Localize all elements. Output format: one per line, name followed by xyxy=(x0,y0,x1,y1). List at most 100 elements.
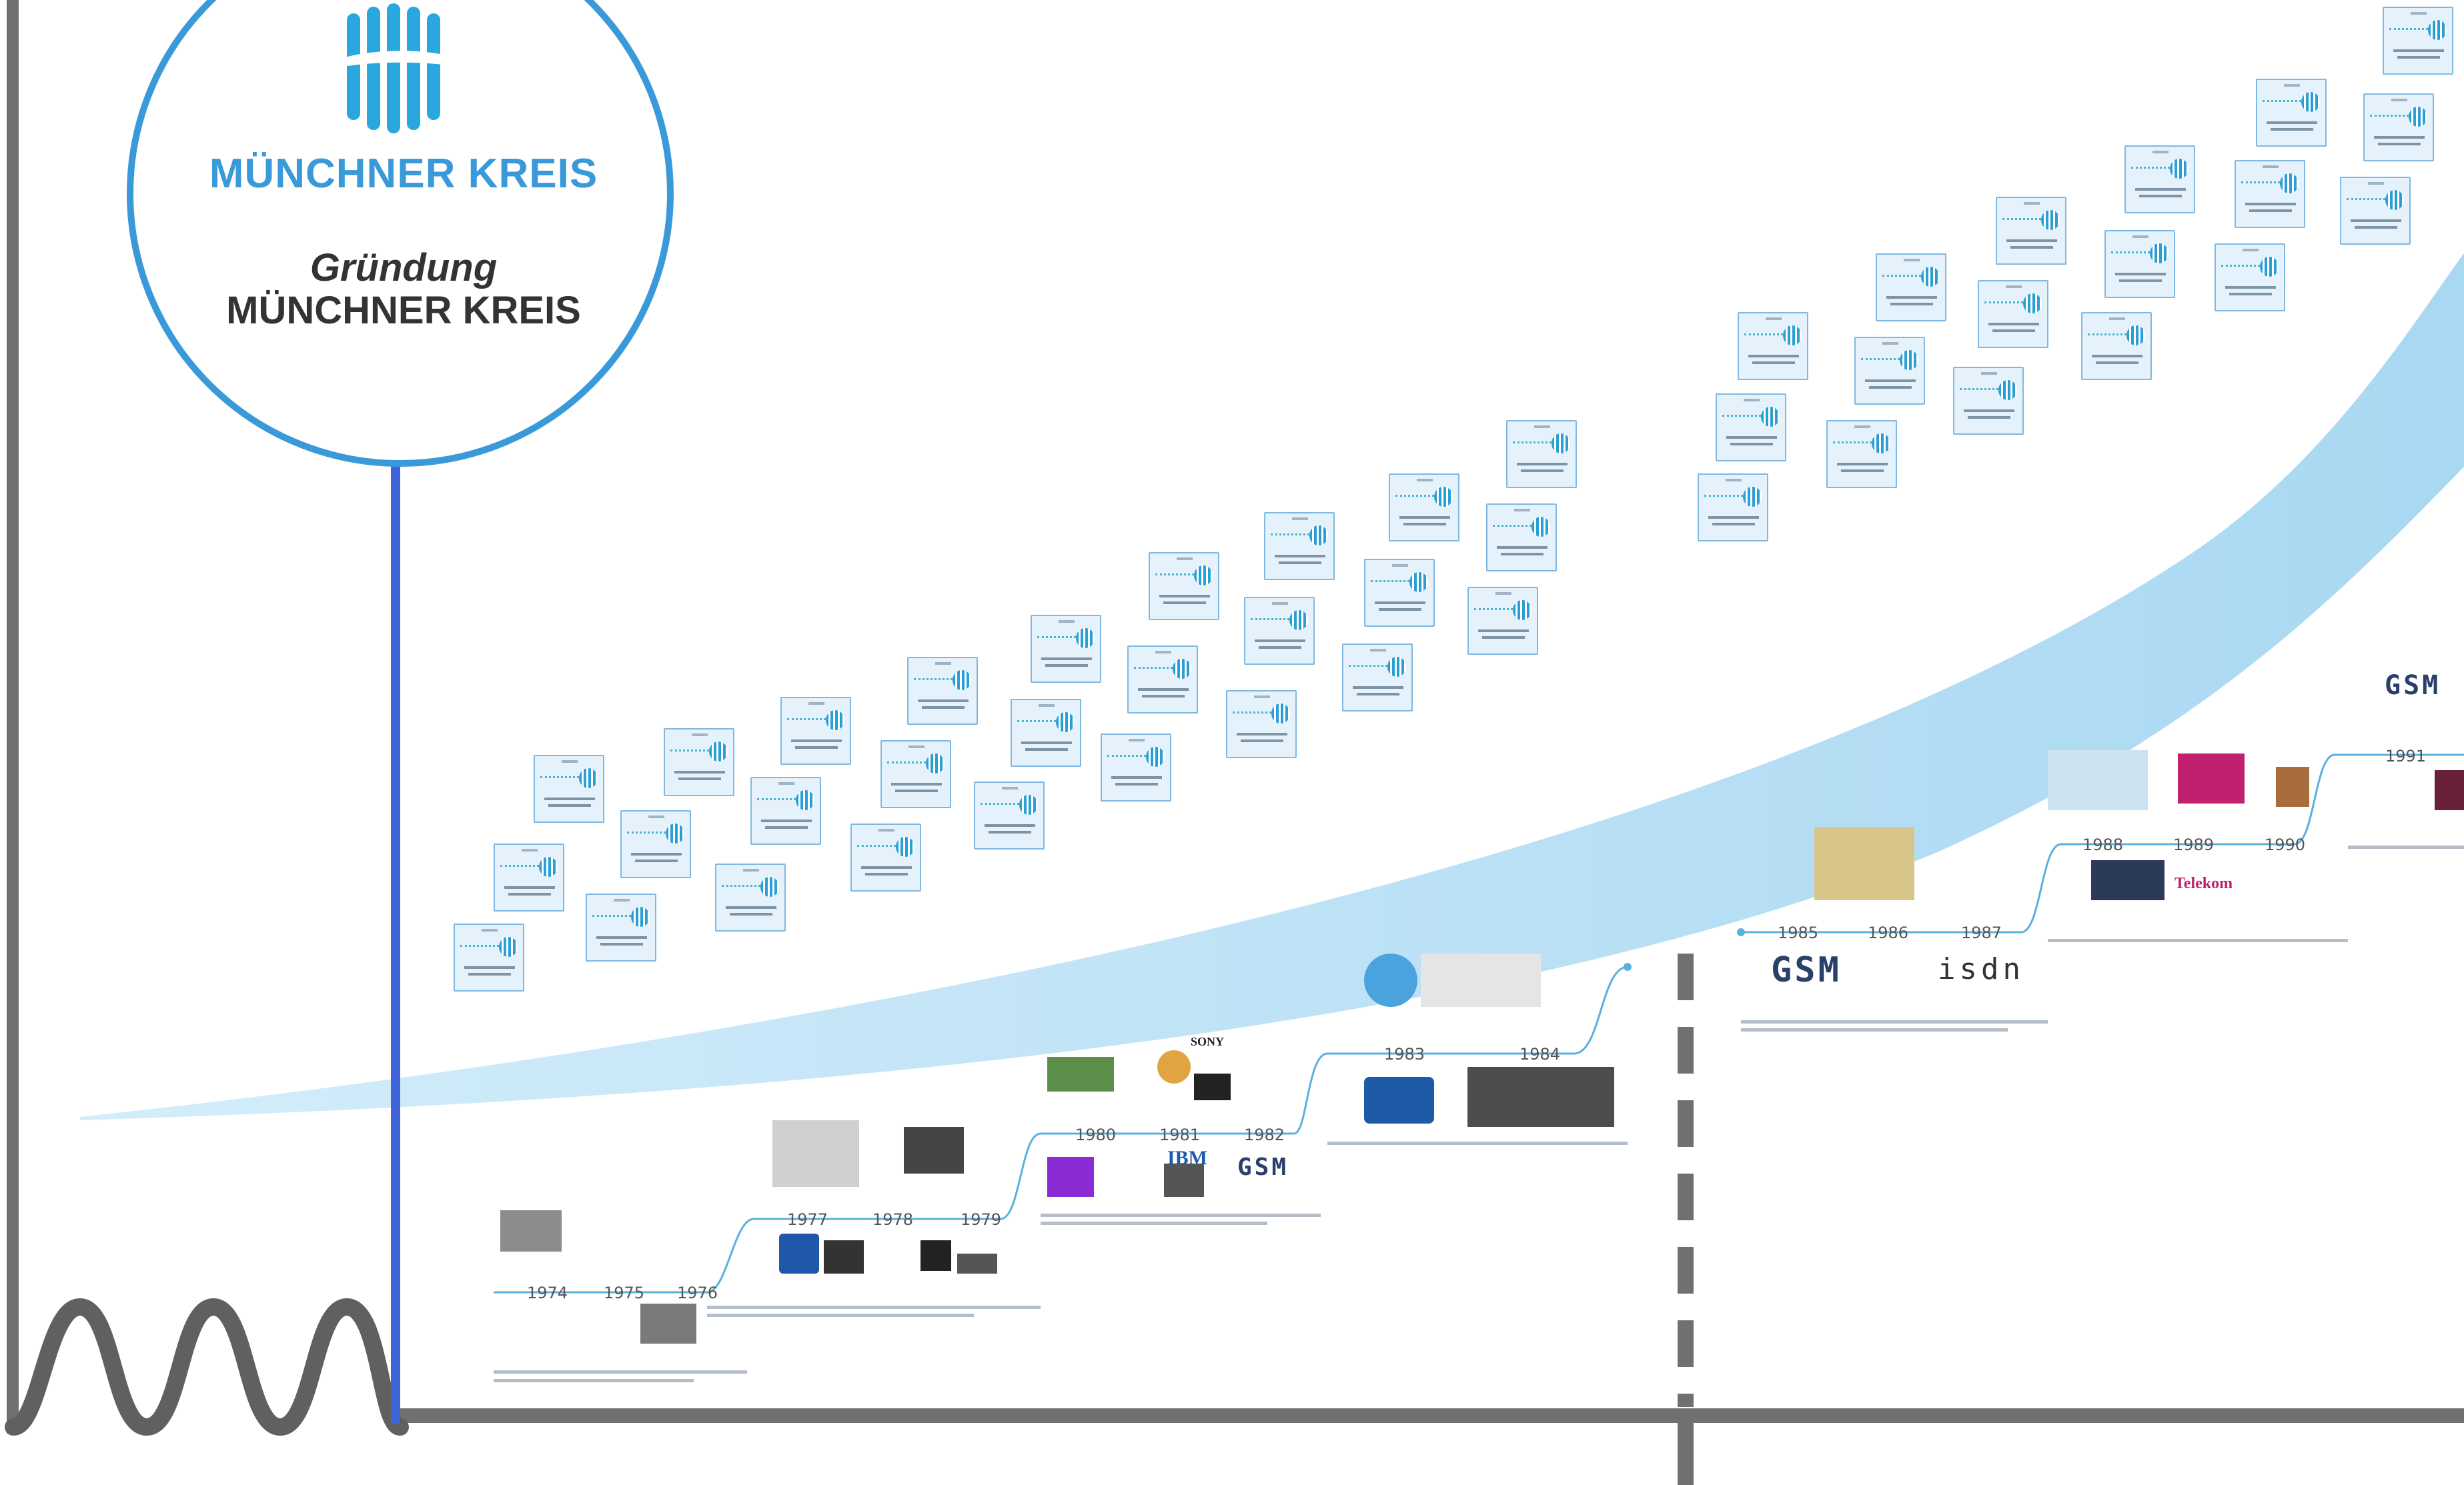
event-card xyxy=(1101,733,1171,802)
event-card xyxy=(1342,643,1413,711)
year-1974: 1974 xyxy=(527,1284,568,1302)
photo-1977-tv xyxy=(824,1240,864,1274)
year-1977: 1977 xyxy=(787,1210,828,1229)
event-card xyxy=(1978,280,2048,348)
frame-right-bottom-stub xyxy=(1678,1408,1694,1485)
event-card xyxy=(1996,197,2066,265)
event-card xyxy=(2104,230,2175,298)
event-card xyxy=(750,777,821,845)
event-card xyxy=(780,697,851,765)
event-card xyxy=(1467,587,1538,655)
photo-1976 xyxy=(640,1304,696,1344)
year-1984: 1984 xyxy=(1519,1045,1561,1064)
event-card xyxy=(2235,160,2305,228)
event-card xyxy=(1854,337,1925,405)
photo-1983-btx xyxy=(1364,1077,1434,1124)
event-card xyxy=(2215,243,2285,311)
event-card xyxy=(586,894,656,962)
timeline-path-left xyxy=(494,966,1628,1294)
year-1986: 1986 xyxy=(1868,924,1909,942)
photo-1979-posthorn xyxy=(920,1240,951,1271)
event-card xyxy=(534,755,604,823)
event-card xyxy=(664,728,734,796)
event-card xyxy=(1876,253,1946,321)
event-card xyxy=(454,924,524,992)
event-card xyxy=(1826,420,1897,488)
event-card xyxy=(974,782,1045,850)
event-card xyxy=(2383,7,2453,75)
year-1975: 1975 xyxy=(604,1284,645,1302)
photo-thumbnails-right xyxy=(1814,750,2464,900)
event-card xyxy=(1031,615,1101,683)
event-card xyxy=(620,810,691,878)
photo-1983-tcpip xyxy=(1364,954,1417,1007)
year-1988: 1988 xyxy=(2082,836,2124,854)
logo-emblem-icon xyxy=(330,3,470,133)
sony-logo: SONY xyxy=(1191,1035,1225,1048)
event-card xyxy=(1506,420,1577,488)
gsm-logo-1982: GSM xyxy=(1237,1154,1289,1181)
event-card xyxy=(850,824,921,892)
photo-1980-phone xyxy=(1047,1057,1114,1092)
photo-thumbnails xyxy=(500,954,1614,1344)
event-card xyxy=(1364,559,1435,627)
event-card xyxy=(1486,503,1557,571)
wave-decoration xyxy=(5,1298,409,1436)
event-card xyxy=(1716,393,1786,461)
year-1982: 1982 xyxy=(1244,1126,1285,1144)
photo-1977-datex xyxy=(779,1234,819,1274)
event-card xyxy=(2256,79,2327,147)
photo-1984-cables xyxy=(1467,1067,1614,1127)
event-card xyxy=(907,657,978,725)
photo-1985-computer xyxy=(1814,827,1914,900)
ibm-logo: IBM xyxy=(1167,1147,1207,1169)
timeline-end-dot xyxy=(1624,963,1632,971)
event-card xyxy=(1226,690,1297,758)
event-card xyxy=(2363,93,2434,161)
founding-organization: MÜNCHNER KREIS xyxy=(226,289,581,332)
photo-1974 xyxy=(500,1210,562,1252)
frame-left-bar xyxy=(7,0,19,1434)
event-card xyxy=(1244,597,1315,665)
year-1989: 1989 xyxy=(2173,836,2215,854)
event-card xyxy=(1953,367,2024,435)
founding-label: Gründung xyxy=(310,246,498,289)
timeline-path-right xyxy=(1741,754,2464,934)
isdn-logo-1986: isdn xyxy=(1938,952,2024,986)
event-card xyxy=(1389,473,1459,541)
year-1976: 1976 xyxy=(677,1284,718,1302)
year-1980: 1980 xyxy=(1075,1126,1117,1144)
caption-lines xyxy=(494,846,2464,1382)
photo-1990-person xyxy=(2276,767,2309,807)
photo-1978 xyxy=(904,1127,964,1174)
year-1985: 1985 xyxy=(1778,924,1819,942)
event-card xyxy=(1149,552,1219,620)
year-1987: 1987 xyxy=(1961,924,2002,942)
event-card xyxy=(2340,177,2411,245)
logo-wordmark: MÜNCHNER KREIS xyxy=(209,151,598,197)
event-card xyxy=(494,844,564,912)
event-card xyxy=(1738,312,1808,380)
event-card xyxy=(2124,145,2195,213)
event-card xyxy=(1698,473,1768,541)
timeline-start-dot xyxy=(1737,928,1745,936)
photo-1989-teletext xyxy=(2178,754,2245,804)
photo-1991-display xyxy=(2435,770,2464,810)
photo-1988-diagram xyxy=(2048,750,2148,810)
photo-1980-teletext xyxy=(1047,1157,1094,1197)
logo-circle xyxy=(127,0,674,467)
year-1978: 1978 xyxy=(872,1210,914,1229)
photo-1983-map xyxy=(1421,954,1541,1007)
event-card xyxy=(880,740,951,808)
photo-1979-device xyxy=(957,1254,997,1274)
frame-bottom-bar xyxy=(394,1408,2464,1423)
event-card xyxy=(1264,512,1335,580)
telekom-logo: Telekom xyxy=(2175,875,2233,892)
photo-1988-laptop xyxy=(2091,860,2165,900)
year-1981: 1981 xyxy=(1159,1126,1201,1144)
event-card xyxy=(1127,645,1198,713)
gsm-logo-1991: GSM xyxy=(2385,670,2441,701)
growth-band xyxy=(80,253,2464,1120)
year-1990: 1990 xyxy=(2265,836,2306,854)
